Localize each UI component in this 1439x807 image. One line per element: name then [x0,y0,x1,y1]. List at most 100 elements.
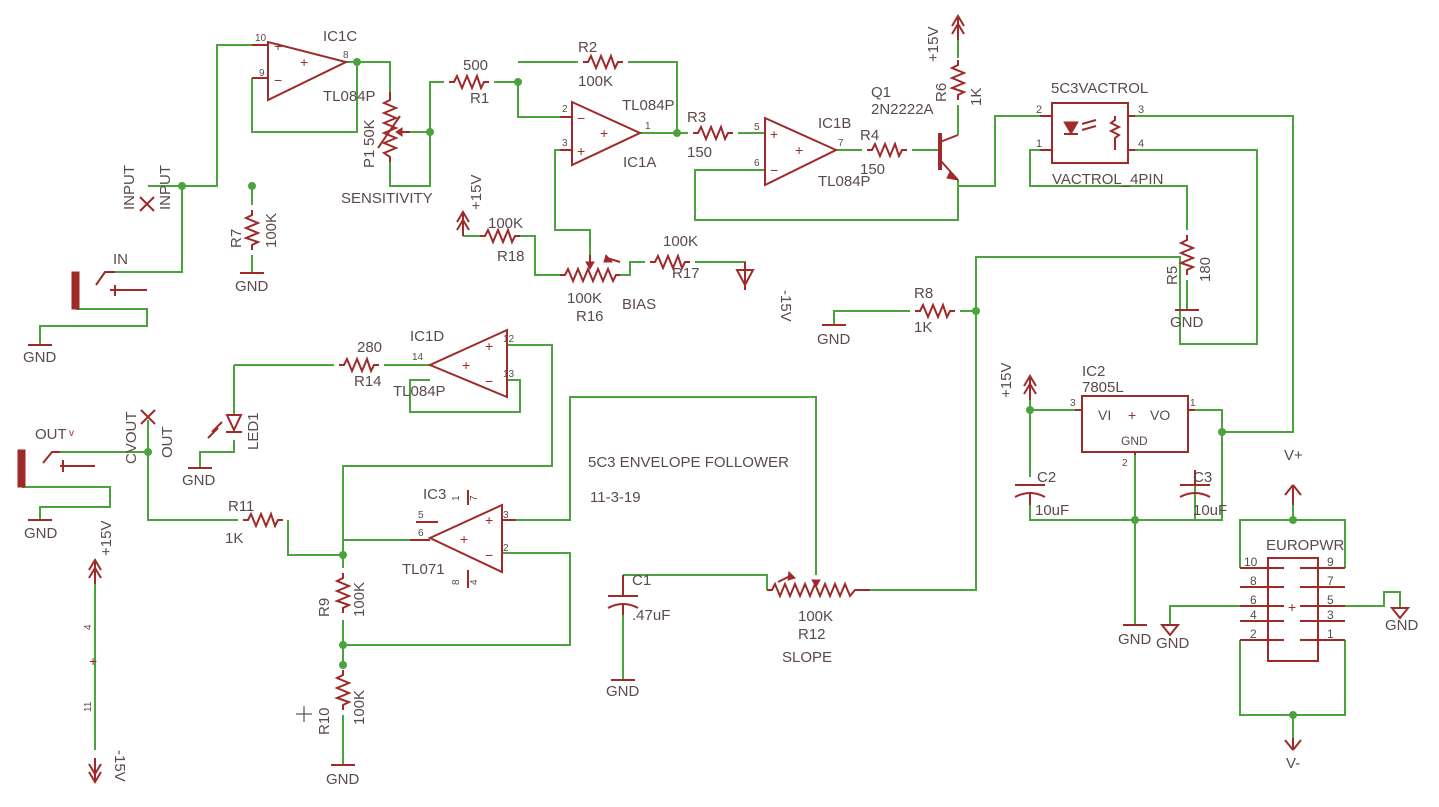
gnd-label: GND [1170,314,1204,331]
pin-label: 10 [255,33,267,44]
r9-value: 100K [351,582,368,617]
svg-text:−: − [274,72,282,88]
ic1a-part-label: TL084P [622,97,675,114]
svg-text:+: + [577,143,585,159]
pin-label: 6 [418,528,424,539]
pin-label: 1 [1036,138,1042,150]
svg-text:+: + [770,126,778,142]
supply-arrows: + [88,15,1302,783]
ic2-label: IC2 [1082,363,1105,380]
out-label: OUT [35,426,67,443]
pin-label: 4 [1250,608,1257,622]
input-label: INPUT [157,165,174,210]
r17-label: R17 [672,265,700,282]
r16-value: 100K [567,290,602,307]
svg-text:+: + [300,54,308,70]
pin-label: 1 [1190,398,1196,409]
pin-label: 12 [503,334,515,345]
ic1a-label: IC1A [623,154,656,171]
svg-text:+: + [462,357,470,373]
output-jack [17,449,95,488]
plus15v-label: +15V [925,27,942,62]
pin-label: 7 [1327,574,1334,588]
svg-text:+: + [1128,407,1136,423]
pin-label: 7 [838,138,844,149]
r7-value: 100K [263,213,280,248]
led1-symbol [207,414,243,439]
pin-label: 14 [412,352,424,363]
vactrol-name-label: 5C3VACTROL [1051,80,1148,97]
pin-label: 1 [1327,627,1334,641]
input-label: INPUT [121,165,138,210]
r2-label: R2 [578,39,597,56]
led1-label: LED1 [245,412,262,450]
crosshair-cursor [296,706,312,722]
gnd-label: GND [24,525,58,542]
ground-symbols [27,262,1411,766]
diagram-date: 11-3-19 [590,489,641,506]
r9-label: R9 [316,598,333,617]
gnd-label: GND [606,683,640,700]
r4-value: 150 [860,161,885,178]
r3-value: 150 [687,144,712,161]
diagram-title: 5C3 ENVELOPE FOLLOWER [588,454,789,471]
pin-label: 1 [645,121,651,132]
r14-value: 280 [357,339,382,356]
ic3-part-label: TL071 [402,561,445,578]
plus15v-label: +15V [998,363,1015,398]
svg-text:+: + [460,531,468,547]
gnd-label: GND [182,472,216,489]
sensitivity-label: SENSITIVITY [341,190,433,207]
pin-label: 1 [451,495,462,501]
ic3-opamp: +− + 5 6 3 2 1 7 8 4 IC3 TL071 [402,486,516,588]
r6-label: R6 [933,83,950,102]
r12-value: 100K [798,608,833,625]
plus15v-label: +15V [468,175,485,210]
r12-label: R12 [798,626,826,643]
p1-label: P1 [361,150,378,168]
gnd-label: GND [1156,635,1190,652]
ic2-part-label: 7805L [1082,379,1124,396]
wires [22,40,1401,765]
gnd-label: GND [1385,617,1419,634]
rotated-labels: INPUT INPUT R7 100K P1 50K +15V -15V +15… [83,27,1214,782]
ic2-vo-label: VO [1150,407,1170,423]
svg-text:−: − [770,162,778,178]
plus15v-label: +15V [98,521,115,556]
r3-label: R3 [687,109,706,126]
svg-text:+: + [485,338,493,354]
svg-text:+: + [795,142,803,158]
pin-label: 6 [1250,593,1257,607]
r10-label: R10 [316,707,333,735]
c3-label: C3 [1193,469,1212,486]
pin-label: 3 [562,138,568,149]
svg-text:−: − [485,373,493,389]
r1-label: R1 [470,90,489,107]
gnd-label: GND [23,349,57,366]
r11-label: R11 [228,498,254,515]
cvout-label: CVOUT [123,412,140,465]
q1-transistor [938,133,960,181]
ic1a-opamp: −+ + 2 3 1 IC1A TL084P [560,97,675,171]
pin-label: 2 [1122,458,1128,469]
r6-value: 1K [968,88,985,106]
pin-label: 11 [83,701,94,712]
vplus-label: V+ [1284,447,1303,464]
svg-text:+: + [485,512,493,528]
r1-value: 500 [463,57,488,74]
ic1b-label: IC1B [818,115,851,132]
pin-label: 2 [503,543,509,554]
pin-label: 3 [1070,398,1076,409]
svg-text:+: + [600,125,608,141]
r10-value: 100K [351,690,368,725]
resistors [242,55,1194,711]
input-jack [71,271,147,310]
minus15v-label: -15V [777,290,794,322]
r14-label: R14 [354,373,382,390]
r11-value: 1K [225,530,243,547]
component-labels: 500 R1 R2 100K R3 150 R4 150 100K R18 10… [35,39,1303,772]
pin-label: 13 [503,369,515,380]
ic2-regulator: 3 1 2 VI + VO GND IC2 7805L [1070,363,1196,469]
svg-text:+: + [89,653,97,669]
r17-value: 100K [663,233,698,250]
